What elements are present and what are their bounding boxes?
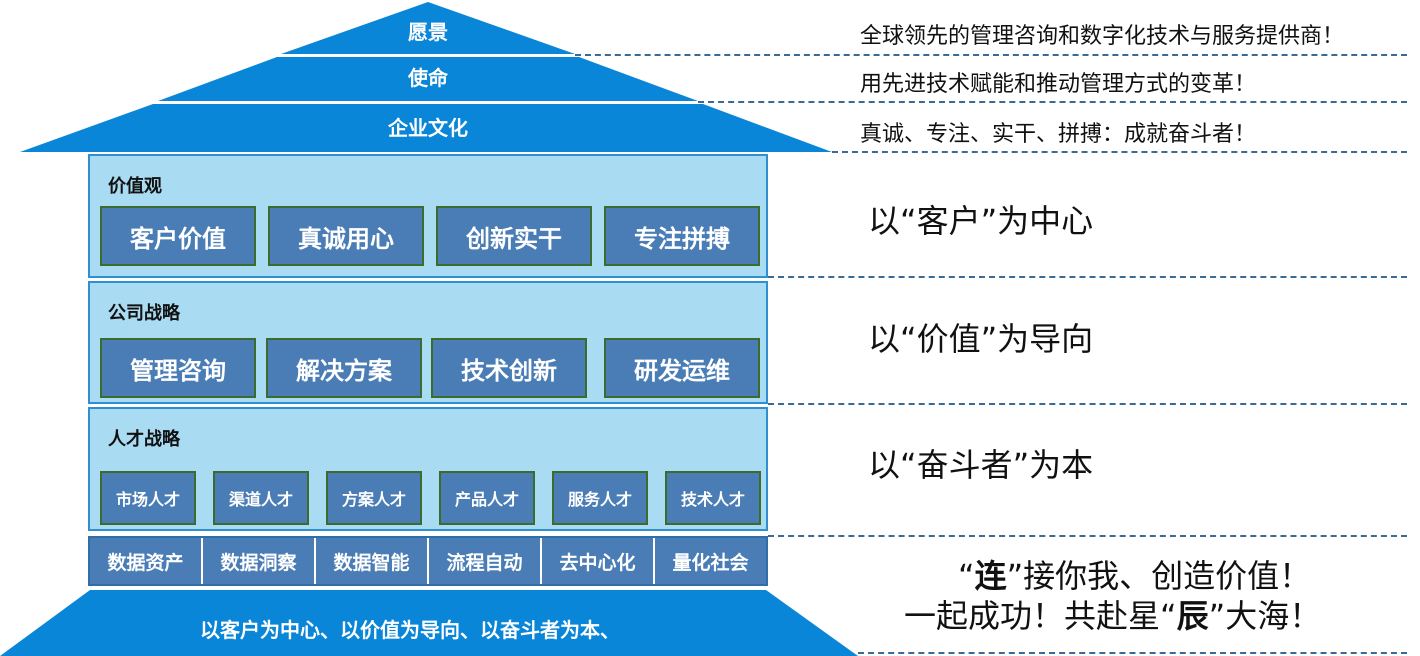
foundation-data-insight: 数据洞察 xyxy=(203,538,316,584)
vision-label: 愿景 xyxy=(408,20,448,44)
roof-top-triangle xyxy=(281,2,575,54)
closing-line-1-bold: 连 xyxy=(974,557,1007,595)
culture-label: 企业文化 xyxy=(388,116,468,140)
closing-line-2: 一起成功！共赴星“辰”大海！ xyxy=(904,591,1321,637)
talent-box-product: 产品人才 xyxy=(439,471,535,525)
foundation-data-assets: 数据资产 xyxy=(90,538,203,584)
strategy-slogan: 以“价值”为导向 xyxy=(868,320,1094,358)
strategy-box-tech-innovation: 技术创新 xyxy=(431,338,587,398)
strategy-box-rnd-ops: 研发运维 xyxy=(604,338,760,398)
talent-box-service: 服务人才 xyxy=(552,471,648,525)
roof-middle-trapezoid xyxy=(158,57,698,101)
values-title: 价值观 xyxy=(108,176,162,197)
mission-statement: 用先进技术赋能和推动管理方式的变革！ xyxy=(860,72,1257,97)
foundation-decentralization: 去中心化 xyxy=(542,538,655,584)
closing-line-2-rest: 大海！ xyxy=(1225,597,1322,635)
closing-line-1: “连”接你我、创造价值！ xyxy=(958,551,1311,597)
closing-line-2-quote-open: “ xyxy=(1160,597,1177,635)
foundation-strip: 数据资产 数据洞察 数据智能 流程自动 去中心化 量化社会 xyxy=(88,536,768,586)
roof-bottom-trapezoid xyxy=(20,104,832,152)
base-text: 以客户为中心、以价值为导向、以奋斗者为本、 xyxy=(200,618,620,642)
talent-box-market: 市场人才 xyxy=(100,471,196,525)
value-box-sincerity: 真诚用心 xyxy=(268,206,424,266)
closing-line-2-quote-close: ” xyxy=(1208,597,1226,635)
divider-talent xyxy=(768,535,1407,537)
divider-mission xyxy=(698,101,1407,103)
foundation-process-automation: 流程自动 xyxy=(429,538,542,584)
talent-panel: 人才战略 市场人才 渠道人才 方案人才 产品人才 服务人才 技术人才 xyxy=(88,407,768,531)
talent-box-channel: 渠道人才 xyxy=(213,471,309,525)
foundation-quantified-society: 量化社会 xyxy=(672,551,749,574)
closing-line-2-pre: 一起成功！共赴星 xyxy=(904,597,1161,635)
mission-label: 使命 xyxy=(408,66,448,90)
divider-vision xyxy=(575,54,1407,56)
strategy-box-consulting: 管理咨询 xyxy=(100,338,256,398)
foundation-data-intelligence: 数据智能 xyxy=(316,538,429,584)
value-box-innovation: 创新实干 xyxy=(436,206,592,266)
strategy-panel: 公司战略 管理咨询 解决方案 技术创新 研发运维 xyxy=(88,281,768,404)
talent-title: 人才战略 xyxy=(108,429,180,450)
strategy-box-solutions: 解决方案 xyxy=(266,338,422,398)
value-box-dedication: 专注拼搏 xyxy=(604,206,760,266)
value-box-customer: 客户价值 xyxy=(100,206,256,266)
closing-line-1-rest: 接你我、创造价值！ xyxy=(1023,557,1312,595)
values-panel: 价值观 客户价值 真诚用心 创新实干 专注拼搏 xyxy=(88,154,768,278)
base-trapezoid xyxy=(0,590,858,656)
vision-statement: 全球领先的管理咨询和数字化技术与服务提供商！ xyxy=(860,24,1345,49)
culture-statement: 真诚、专注、实干、拼搏：成就奋斗者！ xyxy=(860,122,1257,147)
talent-box-solution: 方案人才 xyxy=(326,471,422,525)
divider-values xyxy=(768,276,1407,278)
closing-line-1-quote-close: ” xyxy=(1006,557,1024,595)
closing-line-1-quote-open: “ xyxy=(958,557,975,595)
strategy-title: 公司战略 xyxy=(108,303,180,324)
closing-line-2-bold: 辰 xyxy=(1176,597,1209,635)
divider-strategy xyxy=(768,403,1407,405)
talent-box-technology: 技术人才 xyxy=(665,471,761,525)
divider-closing xyxy=(858,652,1407,654)
values-slogan: 以“客户”为中心 xyxy=(868,202,1094,240)
divider-culture xyxy=(832,151,1407,153)
talent-slogan: 以“奋斗者”为本 xyxy=(868,446,1094,484)
